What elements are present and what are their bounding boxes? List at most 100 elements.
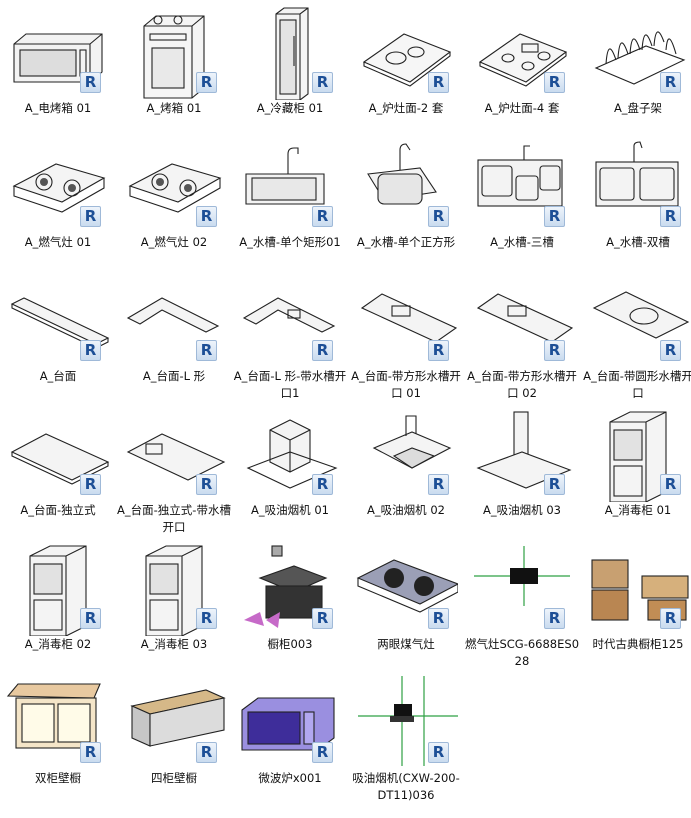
family-item[interactable]: R A_台面-L 形-带水槽开口1 [232, 270, 348, 404]
revit-file-icon: R [660, 340, 681, 361]
family-item[interactable]: R A_吸油烟机 01 [232, 404, 348, 538]
countertop-l-icon [122, 274, 226, 368]
revit-file-icon: R [196, 742, 217, 763]
revit-file-icon: R [544, 608, 565, 629]
item-label: A_台面-L 形-带水槽开口1 [233, 369, 347, 400]
revit-file-icon: R [428, 72, 449, 93]
family-item[interactable]: R A_电烤箱 01 [0, 2, 116, 136]
item-label: A_台面-带圆形水槽开口 [583, 369, 691, 400]
revit-file-icon: R [196, 474, 217, 495]
item-label: A_吸油烟机 03 [483, 503, 561, 517]
item-label: A_台面-带方形水槽开口 02 [467, 369, 577, 400]
countertop-l-sink-icon [238, 274, 342, 368]
sink-rect-icon [238, 140, 342, 234]
item-label: A_消毒柜 03 [140, 637, 208, 651]
item-label: 微波炉x001 [258, 771, 322, 785]
cooktop-2-icon [354, 6, 458, 100]
revit-file-icon: R [428, 474, 449, 495]
countertop-island-icon [6, 408, 110, 502]
revit-file-icon: R [80, 742, 101, 763]
revit-file-icon: R [312, 742, 333, 763]
dish-rack-icon [586, 6, 690, 100]
countertop-island-sink-icon [122, 408, 226, 502]
item-label: A_台面-独立式-带水槽开口 [117, 503, 231, 534]
range-hood-box-icon [238, 408, 342, 502]
revit-file-icon: R [80, 474, 101, 495]
family-item[interactable]: R A_台面-带圆形水槽开口 [580, 270, 691, 404]
family-item[interactable]: R A_炉灶面-2 套 [348, 2, 464, 136]
family-item[interactable]: R 微波炉x001 [232, 672, 348, 806]
item-label: 两眼煤气灶 [377, 637, 435, 651]
family-item[interactable]: R A_吸油烟机 02 [348, 404, 464, 538]
revit-file-icon: R [80, 608, 101, 629]
gas-stove-plan-icon [470, 542, 574, 636]
item-label: A_吸油烟机 02 [367, 503, 445, 517]
item-label: A_吸油烟机 01 [251, 503, 329, 517]
item-label: 时代古典橱柜125 [592, 637, 684, 651]
revit-file-icon: R [428, 608, 449, 629]
two-burner-stove-icon [354, 542, 458, 636]
countertop-round-sink-icon [586, 274, 690, 368]
family-item[interactable]: R A_台面-独立式-带水槽开口 [116, 404, 232, 538]
family-item[interactable]: R A_烤箱 01 [116, 2, 232, 136]
revit-file-icon: R [312, 340, 333, 361]
sterilizer-cabinet-icon [586, 408, 690, 502]
revit-file-icon: R [544, 474, 565, 495]
revit-file-icon: R [660, 72, 681, 93]
item-label: A_台面-L 形 [142, 369, 206, 383]
revit-file-icon: R [196, 206, 217, 227]
item-label: 橱柜003 [267, 637, 313, 651]
family-item[interactable]: R 橱柜003 [232, 538, 348, 672]
revit-file-icon: R [312, 72, 333, 93]
sterilizer-cabinet-icon [6, 542, 110, 636]
range-hood-glass-icon [354, 408, 458, 502]
sink-square-icon [354, 140, 458, 234]
family-item[interactable]: R A_冷藏柜 01 [232, 2, 348, 136]
item-label: A_台面-独立式 [20, 503, 96, 517]
revit-file-icon: R [312, 206, 333, 227]
item-label: A_台面-带方形水槽开口 01 [351, 369, 461, 400]
revit-file-icon: R [312, 608, 333, 629]
item-label: A_炉灶面-2 套 [368, 101, 444, 115]
fridge-icon [238, 6, 342, 100]
family-item[interactable]: R A_吸油烟机 03 [464, 404, 580, 538]
item-label: 燃气灶SCG-6688ES028 [464, 637, 580, 668]
family-item[interactable]: R A_台面-独立式 [0, 404, 116, 538]
item-label: A_水槽-三槽 [490, 235, 554, 249]
sterilizer-cabinet-icon [122, 542, 226, 636]
family-item[interactable]: R 燃气灶SCG-6688ES028 [464, 538, 580, 672]
item-label: A_水槽-双槽 [606, 235, 670, 249]
revit-file-icon: R [80, 72, 101, 93]
item-label: A_消毒柜 01 [604, 503, 672, 517]
item-label: A_水槽-单个正方形 [356, 235, 456, 249]
electric-oven-icon [6, 6, 110, 100]
gas-stove-icon [122, 140, 226, 234]
revit-file-icon: R [312, 474, 333, 495]
revit-file-icon: R [196, 72, 217, 93]
item-label: A_电烤箱 01 [24, 101, 92, 115]
item-label: A_冷藏柜 01 [256, 101, 324, 115]
family-item[interactable]: R A_燃气灶 02 [116, 136, 232, 270]
family-item[interactable]: R 两眼煤气灶 [348, 538, 464, 672]
item-label: A_烤箱 01 [146, 101, 202, 115]
item-label: A_燃气灶 02 [140, 235, 208, 249]
